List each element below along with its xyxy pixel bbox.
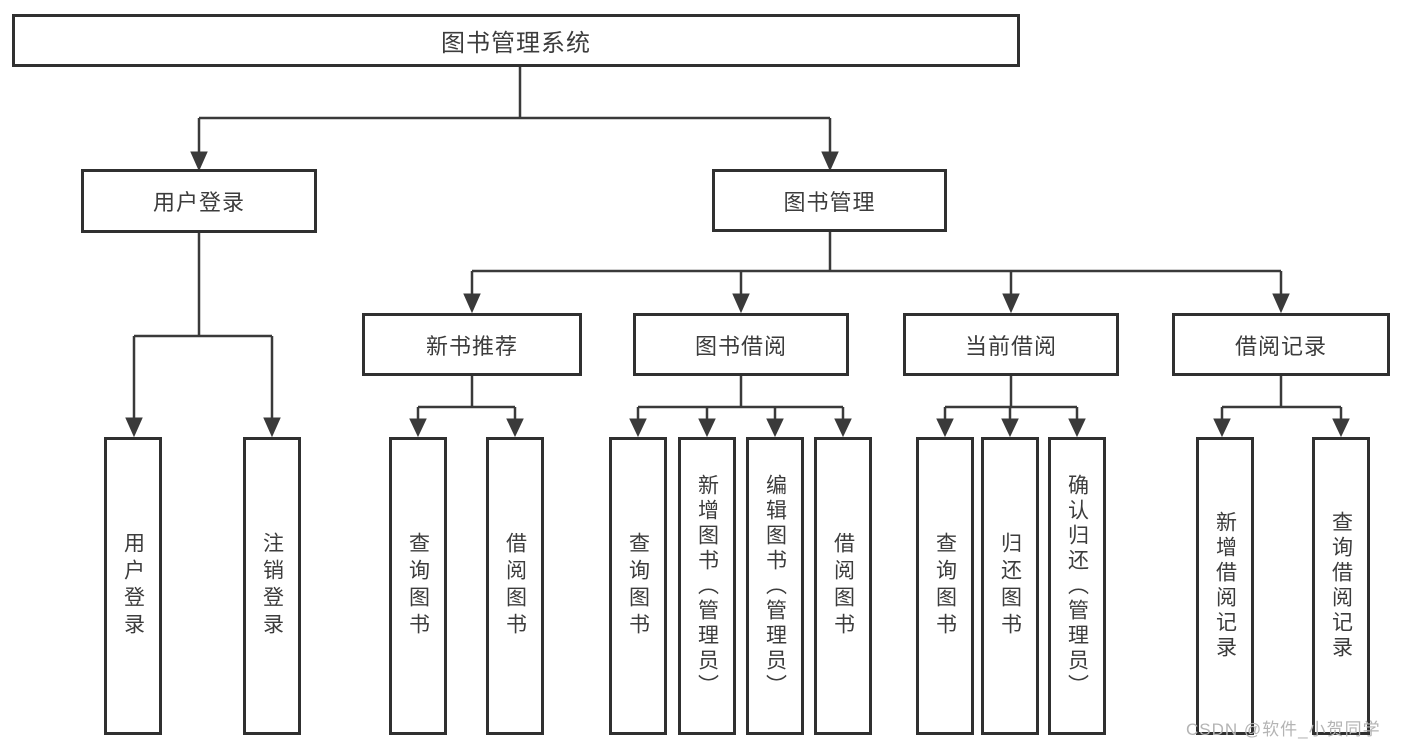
leaf-current-confirm-admin: 确认归还（管理员）	[1048, 437, 1106, 735]
leaf-user-login: 用户登录	[104, 437, 162, 735]
leaf-current-search-label: 查询图书	[933, 532, 957, 640]
node-book-management-label: 图书管理	[783, 189, 876, 215]
leaf-logout: 注销登录	[243, 437, 301, 735]
node-new-book-recommend: 新书推荐	[362, 313, 582, 376]
leaf-user-login-label: 用户登录	[121, 532, 145, 640]
leaf-borrow-book-label: 借阅图书	[831, 532, 855, 640]
node-root-label: 图书管理系统	[441, 30, 591, 57]
csdn-watermark: CSDN @软件_小贺同学	[1186, 720, 1381, 739]
node-current-borrow-label: 当前借阅	[964, 333, 1057, 359]
node-book-borrow-label: 图书借阅	[694, 333, 787, 359]
node-book-borrow: 图书借阅	[633, 313, 849, 376]
leaf-current-return: 归还图书	[981, 437, 1039, 735]
leaf-current-return-label: 归还图书	[998, 532, 1022, 640]
leaf-borrow-add-admin: 新增图书（管理员）	[678, 437, 736, 735]
node-new-book-recommend-label: 新书推荐	[425, 333, 518, 359]
leaf-borrow-edit-admin-label: 编辑图书（管理员）	[763, 473, 787, 699]
leaf-record-search: 查询借阅记录	[1312, 437, 1370, 735]
node-current-borrow: 当前借阅	[903, 313, 1119, 376]
leaf-borrow-search: 查询图书	[609, 437, 667, 735]
leaf-current-confirm-admin-label: 确认归还（管理员）	[1065, 473, 1089, 699]
leaf-logout-label: 注销登录	[260, 532, 284, 640]
leaf-current-search: 查询图书	[916, 437, 974, 735]
leaf-record-search-label: 查询借阅记录	[1329, 511, 1353, 661]
node-book-management: 图书管理	[712, 169, 947, 232]
node-user-login-label: 用户登录	[152, 190, 245, 215]
leaf-newbook-borrow: 借阅图书	[486, 437, 544, 735]
leaf-record-add-label: 新增借阅记录	[1213, 511, 1237, 661]
leaf-newbook-search-label: 查询图书	[406, 532, 430, 640]
node-user-login: 用户登录	[81, 169, 317, 233]
node-root: 图书管理系统	[12, 14, 1020, 67]
leaf-newbook-borrow-label: 借阅图书	[503, 532, 527, 640]
node-borrow-records: 借阅记录	[1172, 313, 1390, 376]
leaf-borrow-search-label: 查询图书	[626, 532, 650, 640]
leaf-record-add: 新增借阅记录	[1196, 437, 1254, 735]
leaf-borrow-edit-admin: 编辑图书（管理员）	[746, 437, 804, 735]
node-borrow-records-label: 借阅记录	[1234, 333, 1327, 359]
leaf-borrow-book: 借阅图书	[814, 437, 872, 735]
leaf-borrow-add-admin-label: 新增图书（管理员）	[695, 473, 719, 699]
leaf-newbook-search: 查询图书	[389, 437, 447, 735]
